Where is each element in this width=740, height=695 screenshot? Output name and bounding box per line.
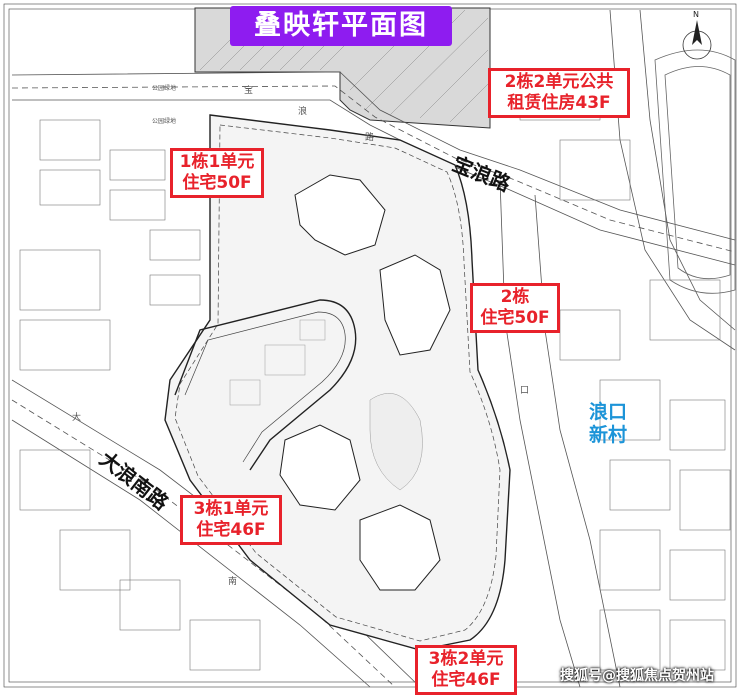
label-line: 3栋1单元 <box>193 499 269 519</box>
label-line: 浪口 <box>588 401 627 423</box>
label-langkou-village: 浪口 新村 <box>580 400 636 448</box>
building-footprints <box>279 174 451 591</box>
label-line: 1栋1单元 <box>179 152 255 172</box>
label-building2-unit2: 2栋2单元公共 租赁住房43F <box>488 68 630 118</box>
map-char: 宝 <box>244 86 254 96</box>
plan-title: 叠映轩平面图 <box>254 10 428 41</box>
label-line: 3栋2单元 <box>428 649 504 669</box>
label-line: 2栋 <box>500 287 530 307</box>
watermark: 搜狐号@搜狐焦点贺州站 <box>560 668 714 684</box>
label-building1-unit1: 1栋1单元 住宅50F <box>170 148 264 198</box>
svg-text:N: N <box>693 10 699 19</box>
map-char: 大 <box>72 413 82 423</box>
map-char: 路 <box>365 133 375 143</box>
map-char: 口 <box>520 386 530 396</box>
label-line: 住宅50F <box>182 173 252 193</box>
label-line: 住宅50F <box>480 308 550 328</box>
plan-title-banner: 叠映轩平面图 <box>230 6 452 46</box>
park-green-label: 公园绿地 <box>152 85 177 92</box>
map-char: 南 <box>228 577 238 587</box>
label-line: 住宅46F <box>196 520 266 540</box>
label-building2: 2栋 住宅50F <box>470 283 560 333</box>
north-arrow: N <box>682 10 712 60</box>
map-char: 浪 <box>298 107 308 117</box>
track-field <box>654 49 736 294</box>
label-line: 租赁住房43F <box>507 93 611 113</box>
label-building3-unit1: 3栋1单元 住宅46F <box>180 495 282 545</box>
label-line: 新村 <box>588 424 627 446</box>
label-building3-unit2: 3栋2单元 住宅46F <box>415 645 517 695</box>
label-line: 住宅46F <box>431 670 501 690</box>
label-line: 2栋2单元公共 <box>504 72 614 92</box>
park-green-label: 公园绿地 <box>152 118 177 125</box>
